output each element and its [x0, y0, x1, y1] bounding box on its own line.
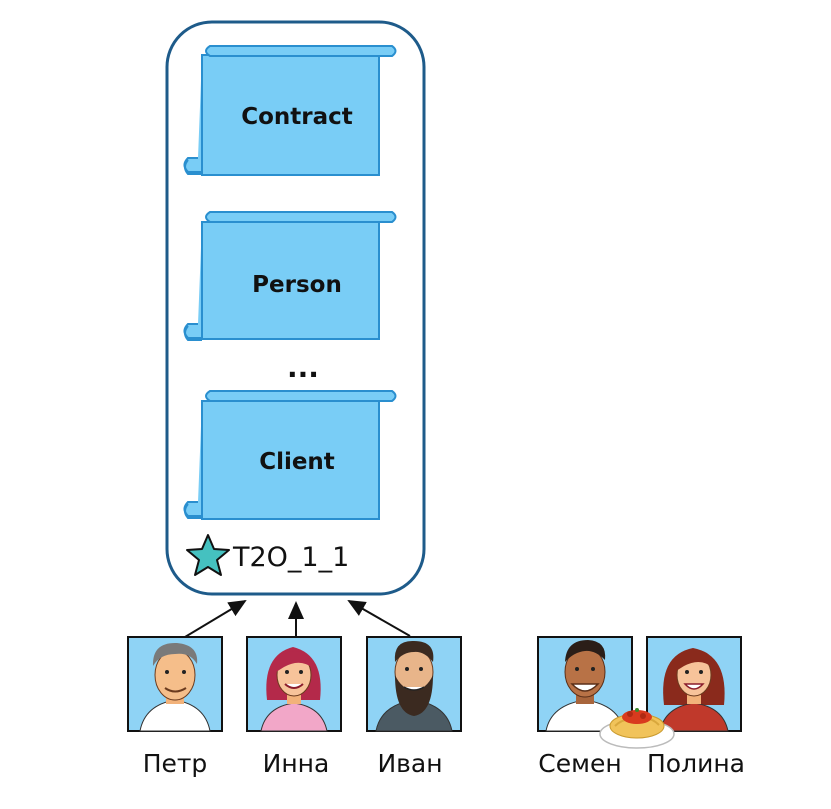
entity-scroll-person: Person [183, 211, 397, 341]
person-name-inna: Инна [263, 749, 330, 778]
arrow-ivan [347, 600, 411, 637]
ellipsis: ... [287, 351, 319, 384]
person-name-polina: Полина [647, 749, 745, 778]
avatar-petr [127, 636, 223, 732]
person-name-ivan: Иван [377, 749, 442, 778]
star-icon [186, 534, 230, 576]
entity-scroll-client: Client [183, 390, 397, 520]
avatar-inna [246, 636, 342, 732]
person-name-semen: Семен [538, 749, 621, 778]
entity-scroll-contract: Contract [183, 45, 397, 176]
entity-label-client: Client [259, 449, 335, 475]
avatar-polina [646, 636, 742, 732]
avatar-ivan [366, 636, 462, 732]
entity-label-person: Person [252, 272, 342, 298]
spaghetti-plate-icon [599, 708, 675, 749]
entity-label-contract: Contract [241, 104, 353, 130]
tenant-tag-label: T2O_1_1 [232, 542, 349, 573]
person-name-petr: Петр [143, 749, 208, 778]
arrow-petr [184, 599, 247, 638]
avatar-semen [537, 636, 633, 732]
